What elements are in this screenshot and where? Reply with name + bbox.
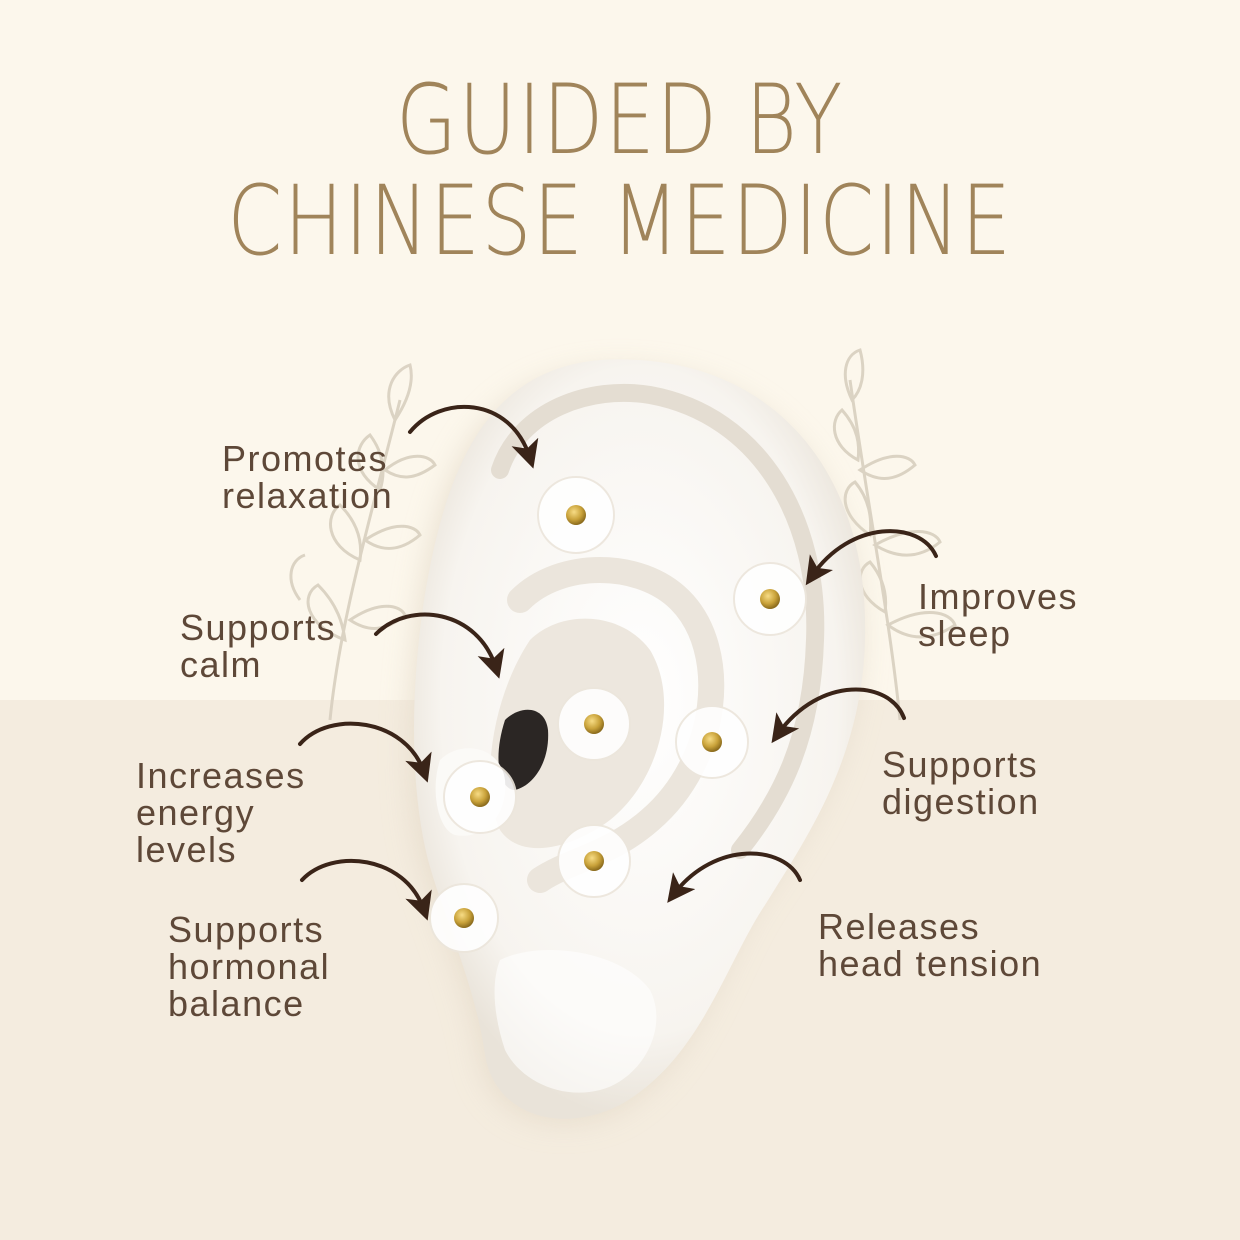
arrow-calm [374, 612, 505, 679]
ear-seed-energy [443, 760, 517, 834]
leaf-branch-right [833, 348, 957, 721]
arrow-energy [298, 721, 432, 783]
ear-seed-calm [557, 687, 631, 761]
arrow-tension [667, 851, 802, 903]
arrow-hormonal [300, 859, 432, 921]
arrow-sleep [805, 529, 938, 586]
arrow-digestion [771, 687, 906, 744]
title-line-2: CHINESE MEDICINE [227, 164, 1013, 277]
leaf-branch-left [289, 363, 437, 721]
page-title: GUIDED BY CHINESE MEDICINE [0, 70, 1240, 272]
ear-seed-digestion [675, 705, 749, 779]
title-line-1: GUIDED BY [396, 64, 844, 176]
arrow-relaxation [408, 404, 539, 469]
ear-seed-relaxation [537, 476, 615, 554]
ear-seed-hormonal [429, 883, 499, 953]
ear-seed-tension [557, 824, 631, 898]
ear-seed-sleep [733, 562, 807, 636]
